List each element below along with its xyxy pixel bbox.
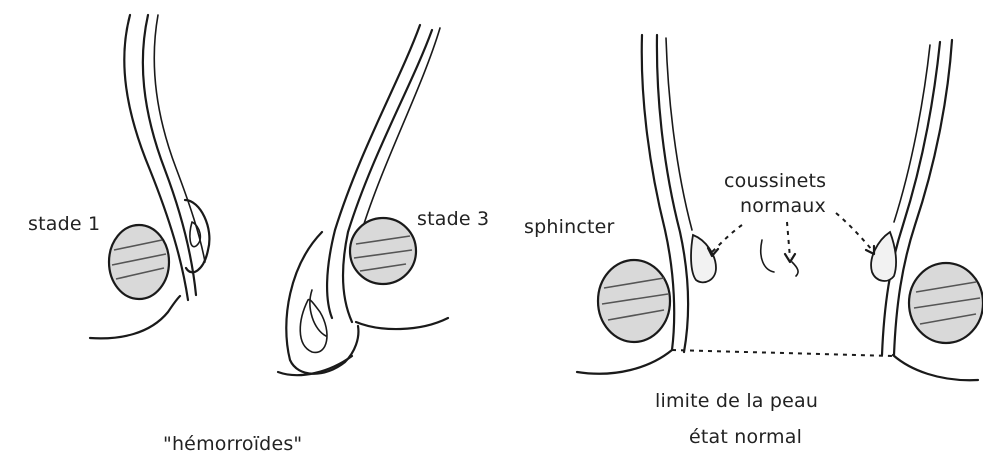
label-cushions-line2: normaux [740, 195, 826, 217]
center-fold [792, 262, 798, 276]
canal-wall-mucosa [154, 15, 205, 262]
skin-limit-dotted-line [672, 350, 893, 356]
hemorrhoid-stage-1 [185, 200, 209, 272]
label-stage-3: stade 3 [417, 208, 489, 230]
left-canal-wall-mucosa [666, 38, 692, 230]
right-skin-line [893, 355, 978, 380]
hemorrhoid-detail [310, 290, 326, 336]
left-cushion [691, 235, 716, 282]
skin-line-3 [356, 318, 448, 329]
label-sphincter: sphincter [524, 216, 615, 238]
figure-stage-1 [90, 15, 209, 338]
label-stage-1: stade 1 [28, 213, 100, 235]
label-normal-state: état normal [689, 426, 802, 448]
label-cushions-line1: coussinets [724, 170, 826, 192]
hemorrhoid-stage-3 [286, 232, 358, 374]
arrow-to-left-cushion [712, 225, 742, 252]
sphincter-muscle-1 [109, 225, 169, 299]
hemorrhoid-detail [300, 300, 327, 353]
skin-line-1 [90, 296, 180, 338]
label-hemorrhoids-caption: "hémorroïdes" [163, 433, 302, 455]
arrow-to-right-cushion [836, 213, 872, 250]
figure-stage-3 [278, 25, 448, 375]
left-skin-line [577, 350, 672, 374]
left-sphincter-muscle [598, 260, 670, 342]
arrow-to-center-fold [787, 222, 790, 258]
label-skin-limit: limite de la peau [655, 390, 818, 412]
center-fold [761, 240, 774, 272]
right-cushion [871, 232, 896, 281]
